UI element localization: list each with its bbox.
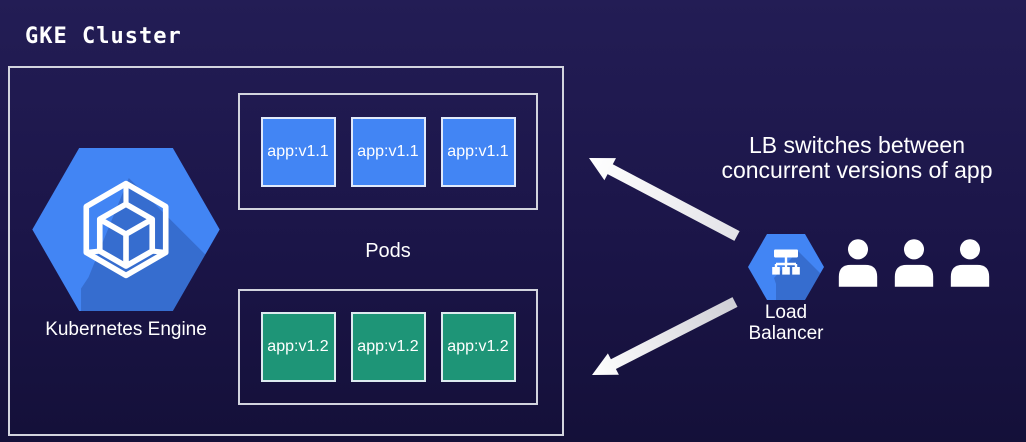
pod-box-v1: app:v1.1 <box>350 116 426 187</box>
user-icon <box>838 239 878 287</box>
pod-box-v2: app:v1.2 <box>440 312 516 382</box>
pod-box-v2: app:v1.2 <box>260 312 336 382</box>
gke-cluster-boundary <box>8 66 564 436</box>
arrow-to-v2-pods <box>592 297 738 375</box>
pod-box-v1: app:v1.1 <box>440 116 516 187</box>
pods-v1-group: app:v1.1 app:v1.1 app:v1.1 <box>238 93 538 210</box>
pod-box-v1: app:v1.1 <box>260 116 336 187</box>
users-group <box>837 239 991 287</box>
load-balancer-label-line1: Load <box>764 302 808 323</box>
pods-label: Pods <box>365 240 411 262</box>
kubernetes-engine-icon <box>32 148 220 311</box>
pods-v2-group: app:v1.2 app:v1.2 app:v1.2 <box>238 289 538 405</box>
kubernetes-engine-label: Kubernetes Engine <box>45 319 207 340</box>
user-icon <box>894 239 934 287</box>
pod-box-v2: app:v1.2 <box>350 312 426 382</box>
lb-annotation-line2: concurrent versions of app <box>721 157 993 183</box>
lb-annotation-line1: LB switches between <box>748 132 966 158</box>
load-balancer-label: Load Balancer <box>726 302 846 344</box>
diagram-title: GKE Cluster <box>25 24 182 49</box>
user-icon <box>950 239 990 287</box>
lb-annotation: LB switches between concurrent versions … <box>688 133 1026 183</box>
load-balancer-icon <box>748 234 824 300</box>
load-balancer-label-line2: Balancer <box>748 323 824 344</box>
